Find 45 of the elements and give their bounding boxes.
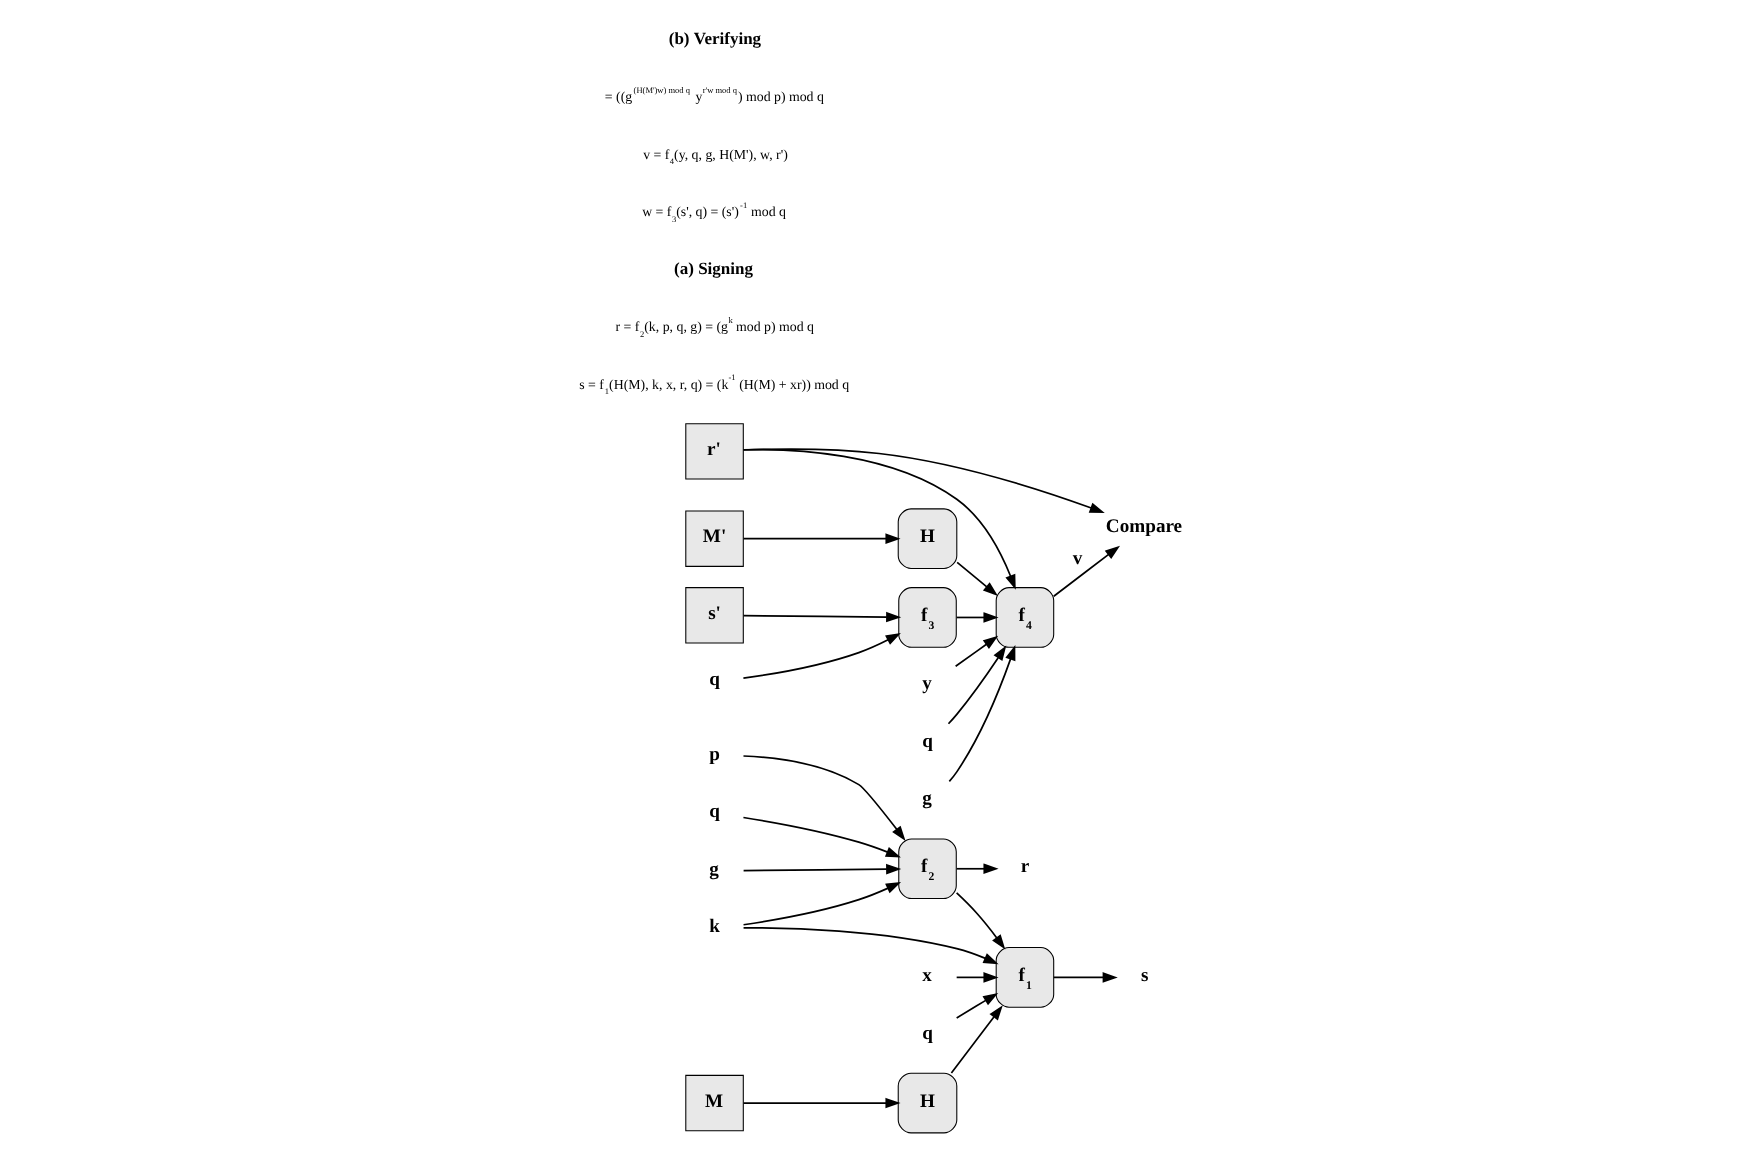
- arrow: [742, 448, 1105, 513]
- arrow: [955, 863, 999, 875]
- arrow: [742, 882, 902, 926]
- label: (b) Verifying: [668, 27, 762, 48]
- arrow: [742, 1097, 901, 1109]
- node-text: r: [1020, 856, 1030, 879]
- arrow: [955, 892, 1006, 950]
- arrow: [1052, 545, 1121, 598]
- node-text: q: [922, 1022, 933, 1045]
- arrow: [742, 863, 902, 875]
- arrow: [948, 645, 1016, 783]
- node-box: M': [685, 510, 744, 567]
- node-box: r': [685, 423, 744, 480]
- node-box: s': [685, 587, 744, 644]
- node-text: g: [709, 858, 719, 881]
- node-text: g: [922, 788, 932, 811]
- edge-label: v: [1072, 547, 1083, 570]
- arrow: [742, 755, 906, 841]
- arrow: [742, 533, 901, 544]
- node-text: q: [709, 668, 720, 691]
- arrow: [950, 1005, 1003, 1074]
- node-text: y: [922, 673, 932, 696]
- arrow: [742, 927, 999, 965]
- arrow: [955, 612, 999, 623]
- arrow: [947, 645, 1007, 725]
- arrow: [742, 632, 901, 679]
- arrow: [955, 992, 999, 1019]
- arrow: [956, 561, 998, 596]
- node-text: k: [709, 916, 720, 939]
- arrow: [954, 635, 999, 668]
- node-text: s: [1141, 965, 1149, 987]
- node-text: q: [922, 730, 933, 753]
- arrow: [1052, 972, 1118, 983]
- arrow: [955, 972, 999, 983]
- node-text: p: [709, 743, 720, 766]
- node-box: H: [897, 1072, 958, 1134]
- arrow: [742, 816, 901, 858]
- arrow: [742, 611, 902, 623]
- node-text: Compare: [1105, 515, 1183, 538]
- node-box: H: [897, 508, 958, 569]
- label: (a) Signing: [674, 257, 753, 278]
- node-text: q: [709, 801, 720, 824]
- arrow: [742, 448, 1016, 590]
- node-box: M: [685, 1074, 744, 1132]
- node-text: x: [922, 965, 932, 987]
